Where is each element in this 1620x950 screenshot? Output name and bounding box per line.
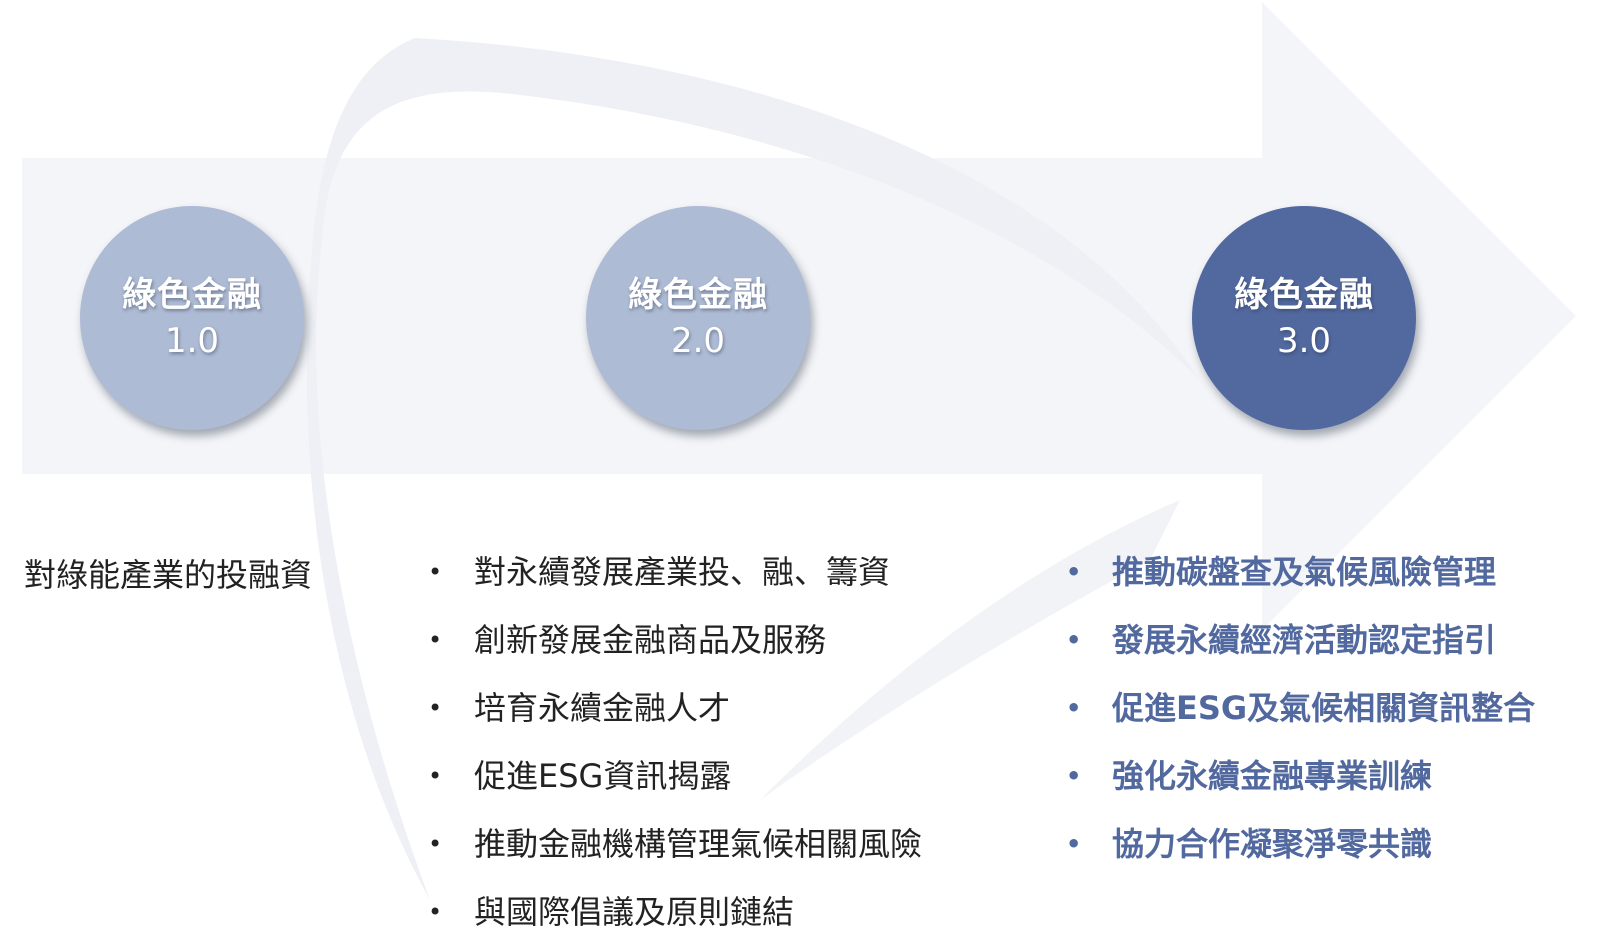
list-item: • 發展永續經濟活動認定指引 xyxy=(1066,606,1535,674)
list-item-text: 培育永續金融人才 xyxy=(474,689,731,727)
list-item-text: 促進ESG資訊揭露 xyxy=(474,757,732,795)
bullet-icon: • xyxy=(428,830,443,858)
bullet-icon: • xyxy=(428,898,443,926)
list-item-text: 促進ESG及氣候相關資訊整合 xyxy=(1112,689,1536,727)
swoosh-shape xyxy=(306,38,1200,900)
list-item-text: 對永續發展產業投、融、籌資 xyxy=(474,553,891,591)
list-item-text: 發展永續經濟活動認定指引 xyxy=(1112,621,1497,659)
stage-circle-title: 綠色金融 xyxy=(1234,275,1374,315)
list-item: • 對永續發展產業投、融、籌資 xyxy=(428,538,922,606)
list-item: • 促進ESG及氣候相關資訊整合 xyxy=(1066,674,1535,742)
stage-circle-version: 2.0 xyxy=(670,321,726,361)
list-item-text: 協力合作凝聚淨零共識 xyxy=(1112,825,1433,863)
stage-circle-title: 綠色金融 xyxy=(122,275,262,315)
bullet-icon: • xyxy=(428,762,443,790)
stage-circle-version: 3.0 xyxy=(1276,321,1332,361)
list-item: • 創新發展金融商品及服務 xyxy=(428,606,922,674)
bullet-icon: • xyxy=(1066,558,1082,586)
list-item: • 強化永續金融專業訓練 xyxy=(1066,742,1535,810)
swoosh-tail xyxy=(760,500,1180,800)
stage-3-list: • 推動碳盤查及氣候風險管理 • 發展永續經濟活動認定指引 • 促進ESG及氣候相關資… xyxy=(1066,538,1535,878)
stage-2-list: • 對永續發展產業投、融、籌資 • 創新發展金融商品及服務 • 培育永續金融人才 • 促… xyxy=(428,538,922,946)
list-item: • 協力合作凝聚淨零共識 xyxy=(1066,810,1535,878)
list-item-text: 與國際倡議及原則鏈結 xyxy=(474,893,795,931)
list-item-text: 強化永續金融專業訓練 xyxy=(1112,757,1433,795)
list-item-text: 推動碳盤查及氣候風險管理 xyxy=(1112,553,1497,591)
stage-circle-title: 綠色金融 xyxy=(628,275,768,315)
list-item-text: 創新發展金融商品及服務 xyxy=(474,621,827,659)
bullet-icon: • xyxy=(428,694,443,722)
bullet-icon: • xyxy=(1066,694,1082,722)
bullet-icon: • xyxy=(1066,830,1082,858)
list-item: • 培育永續金融人才 xyxy=(428,674,922,742)
bullet-icon: • xyxy=(428,558,443,586)
stage-circle-1: 綠色金融 1.0 xyxy=(80,206,304,430)
bullet-icon: • xyxy=(1066,762,1082,790)
bullet-icon: • xyxy=(1066,626,1082,654)
list-item: • 與國際倡議及原則鏈結 xyxy=(428,878,922,946)
list-item-text: 推動金融機構管理氣候相關風險 xyxy=(474,825,923,863)
list-item: • 促進ESG資訊揭露 xyxy=(428,742,922,810)
stage-circle-3: 綠色金融 3.0 xyxy=(1192,206,1416,430)
stage-1-description: 對綠能產業的投融資 xyxy=(24,556,313,594)
stage-circle-2: 綠色金融 2.0 xyxy=(586,206,810,430)
list-item: • 推動碳盤查及氣候風險管理 xyxy=(1066,538,1535,606)
stage-circle-version: 1.0 xyxy=(164,321,220,361)
bullet-icon: • xyxy=(428,626,443,654)
list-item: • 推動金融機構管理氣候相關風險 xyxy=(428,810,922,878)
